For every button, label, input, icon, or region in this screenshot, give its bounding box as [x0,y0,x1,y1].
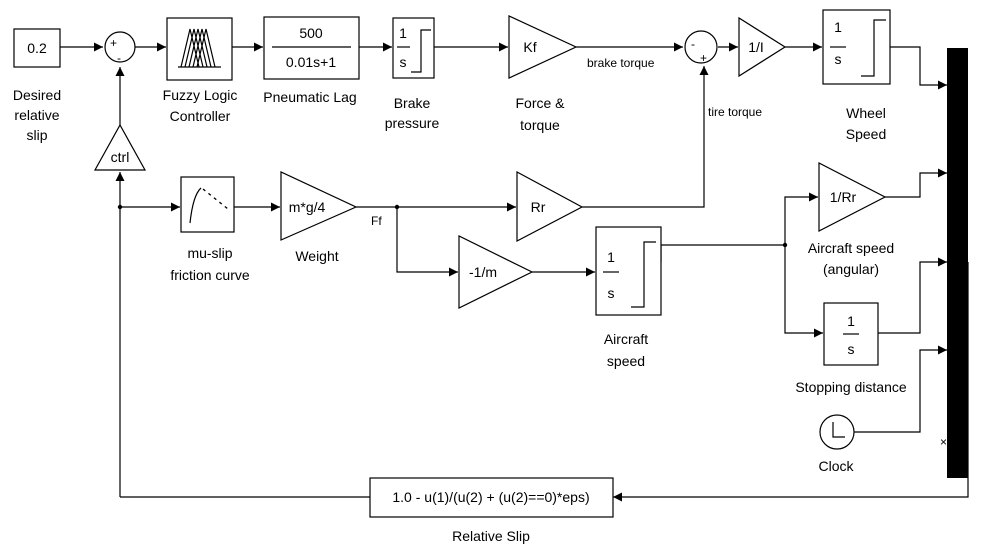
sum1-minus-sign: - [117,51,121,65]
desired-slip-value: 0.2 [27,40,47,56]
relative-slip-expression: 1.0 - u(1)/(u(2) + (u(2)==0)*eps) [392,489,589,505]
relative-slip-label: Relative Slip [452,528,530,544]
fuzzy-membership-icon [178,28,221,68]
desired-slip-label-3: slip [26,127,47,143]
kf-label-2: torque [520,117,560,133]
clock-label: Clock [818,458,854,474]
aircraft-label-2: speed [607,353,645,369]
brake-torque-signal-label: brake torque [587,56,655,70]
desired-slip-label-2: relative [14,107,59,123]
weight-label: Weight [295,248,338,264]
fuzzy-logic-controller-block[interactable] [166,17,233,81]
fuzzy-label-2: Controller [170,108,231,124]
aircraft-int-den: s [608,285,615,301]
wheel-int-den: s [835,51,842,67]
desired-slip-constant[interactable]: 0.2 [13,28,61,68]
ctrl-gain-text: ctrl [111,149,130,165]
sum-block-error[interactable]: + - [104,31,136,65]
ff-signal-label: Ff [371,214,382,228]
kf-gain-block[interactable]: Kf [508,15,578,79]
sum2-plus-sign: + [700,51,707,65]
weight-gain-block[interactable]: m*g/4 [280,171,358,241]
weight-gain-text: m*g/4 [289,199,326,215]
sum-block-torque[interactable]: - + [684,30,718,65]
relative-slip-function-block[interactable]: 1.0 - u(1)/(u(2) + (u(2)==0)*eps) [369,477,614,518]
mux-port-mark: × [940,435,947,449]
kf-gain-text: Kf [523,39,536,55]
rr-gain-block[interactable]: Rr [516,170,584,242]
brake-int-num: 1 [399,25,407,41]
dist-int-num: 1 [847,313,855,329]
stopping-distance-integrator[interactable]: 1 s [823,302,879,366]
mux-block[interactable] [947,48,968,478]
brake-pressure-integrator[interactable]: 1 s [392,17,435,79]
wheel-int-num: 1 [834,19,842,35]
mu-slip-label-1: mu-slip [187,245,232,261]
rr-gain-text: Rr [531,199,546,215]
pneumatic-numerator: 500 [299,25,323,41]
wheel-speed-integrator[interactable]: 1 s [822,9,891,85]
friction-curve-icon [189,187,229,224]
saturation-icon [631,241,656,308]
inv-m-text: -1/m [469,264,497,280]
dist-int-den: s [848,341,855,357]
inv-rr-text: 1/Rr [830,189,857,205]
inverse-mass-gain-block[interactable]: -1/m [458,235,534,309]
mu-slip-lookup-block[interactable] [180,176,235,233]
clock-icon[interactable] [819,414,855,450]
inverse-rr-gain-block[interactable]: 1/Rr [818,162,887,232]
kf-label-1: Force & [515,95,565,111]
inv-i-text: 1/I [748,39,764,55]
angular-speed-label-1: Aircraft speed [808,240,894,256]
stopping-distance-label: Stopping distance [795,379,907,395]
inverse-inertia-gain-block[interactable]: 1/I [738,16,787,78]
tire-torque-signal-label: tire torque [708,105,762,119]
brake-label-2: pressure [385,115,440,131]
wheel-label-2: Speed [846,126,886,142]
saturation-icon [861,19,886,77]
brake-label-1: Brake [394,95,431,111]
aircraft-int-num: 1 [607,249,615,265]
aircraft-label-1: Aircraft [604,331,648,347]
wheel-label-1: Wheel [846,105,886,121]
saturation-icon [411,29,431,73]
sum1-plus-sign: + [110,36,117,50]
ctrl-gain-block[interactable]: ctrl [93,123,147,171]
fuzzy-label-1: Fuzzy Logic [163,87,238,103]
pneumatic-lag-block[interactable]: 500 0.01s+1 [263,16,360,80]
brake-int-den: s [400,54,407,70]
sum2-minus-sign: - [691,37,695,51]
desired-slip-label-1: Desired [13,87,61,103]
aircraft-speed-integrator[interactable]: 1 s [595,226,662,316]
angular-speed-label-2: (angular) [823,261,879,277]
mu-slip-label-2: friction curve [170,267,250,283]
pneumatic-denominator: 0.01s+1 [286,54,336,70]
pneumatic-label: Pneumatic Lag [263,89,356,105]
